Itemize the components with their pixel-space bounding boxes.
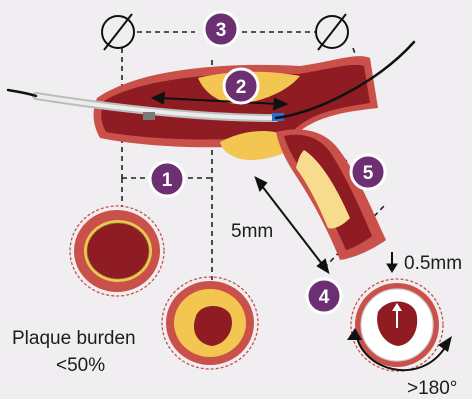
thickness-label: 0.5mm bbox=[404, 253, 462, 274]
callout-4-label: 4 bbox=[319, 287, 330, 308]
callout-5: 5 bbox=[351, 155, 385, 189]
cross-section-1 bbox=[70, 206, 164, 296]
arc-arrow-right bbox=[438, 336, 452, 352]
catheter-marker-grey bbox=[143, 112, 155, 120]
callout-3: 3 bbox=[204, 12, 238, 46]
callout-2: 2 bbox=[224, 69, 258, 103]
callout-2-label: 2 bbox=[236, 77, 247, 98]
cross-section-2 bbox=[162, 277, 258, 369]
cross-section-3 bbox=[347, 279, 452, 371]
plaque-burden-value: <50% bbox=[56, 355, 105, 376]
vessel-side-branch bbox=[276, 129, 386, 260]
callout-1-label: 1 bbox=[162, 170, 173, 191]
diameter-symbol-icon bbox=[102, 14, 134, 50]
arc-label: >180° bbox=[407, 378, 457, 399]
arrow-down-icon bbox=[387, 252, 397, 272]
callout-1: 1 bbox=[150, 162, 184, 196]
callout-5-label: 5 bbox=[363, 163, 374, 184]
diameter-symbol-icon bbox=[316, 14, 348, 50]
callout-4: 4 bbox=[307, 279, 341, 313]
callout-3-label: 3 bbox=[216, 20, 227, 41]
plaque-burden-label: Plaque burden bbox=[12, 328, 136, 349]
length-label: 5mm bbox=[231, 221, 273, 242]
